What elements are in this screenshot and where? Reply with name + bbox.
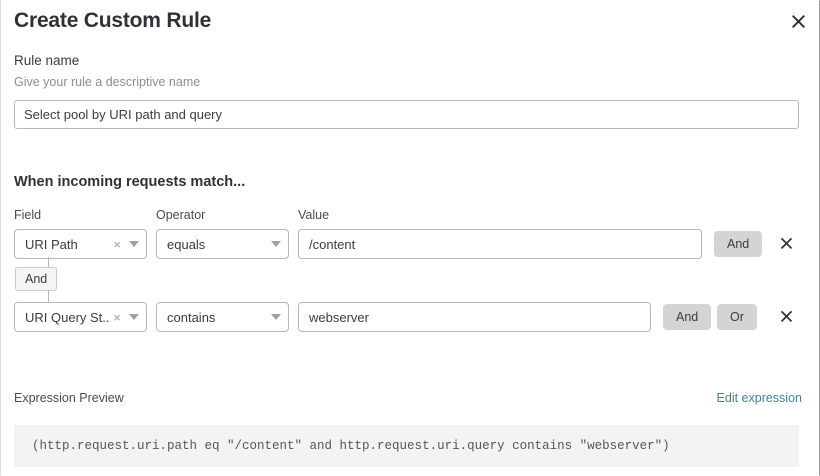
match-section-heading: When incoming requests match... bbox=[14, 174, 246, 190]
close-icon bbox=[780, 309, 793, 325]
or-button-2[interactable]: Or bbox=[717, 304, 757, 330]
operator-select-2[interactable]: contains bbox=[156, 302, 289, 332]
operator-select-1[interactable]: equals bbox=[156, 229, 289, 259]
clear-field-icon[interactable]: × bbox=[113, 236, 121, 252]
close-icon bbox=[791, 13, 806, 28]
field-select-2[interactable]: URI Query St... × bbox=[14, 302, 147, 332]
operator-select-2-value: contains bbox=[167, 309, 216, 325]
close-icon bbox=[780, 236, 793, 252]
chevron-down-icon bbox=[271, 314, 281, 320]
chevron-down-icon bbox=[129, 241, 139, 247]
column-header-operator: Operator bbox=[156, 208, 206, 222]
and-button-2[interactable]: And bbox=[663, 304, 712, 330]
rule-name-input[interactable] bbox=[14, 100, 799, 129]
chevron-down-icon bbox=[271, 241, 281, 247]
close-dialog-button[interactable] bbox=[785, 7, 811, 33]
condition-row: URI Path × equals And bbox=[1, 229, 819, 259]
operator-select-1-value: equals bbox=[167, 236, 206, 252]
value-input-2[interactable] bbox=[298, 302, 651, 332]
connector-line-bottom bbox=[48, 290, 49, 302]
connector-and-button[interactable]: And bbox=[15, 267, 58, 291]
rule-name-label: Rule name bbox=[14, 53, 80, 68]
field-select-1[interactable]: URI Path × bbox=[14, 229, 147, 259]
edit-expression-link[interactable]: Edit expression bbox=[716, 391, 802, 405]
and-button-1[interactable]: And bbox=[714, 231, 763, 257]
condition-row: URI Query St... × contains And Or bbox=[1, 302, 819, 332]
field-select-2-value: URI Query St... bbox=[25, 309, 112, 325]
page-title: Create Custom Rule bbox=[14, 9, 212, 32]
clear-field-icon[interactable]: × bbox=[113, 309, 121, 325]
expression-preview-box: (http.request.uri.path eq "/content" and… bbox=[14, 425, 799, 467]
field-select-1-value: URI Path bbox=[25, 236, 78, 252]
expression-preview-code: (http.request.uri.path eq "/content" and… bbox=[32, 439, 670, 453]
chevron-down-icon bbox=[129, 314, 139, 320]
connector-line-top bbox=[48, 257, 49, 268]
rule-name-hint: Give your rule a descriptive name bbox=[14, 75, 201, 89]
column-header-field: Field bbox=[14, 208, 42, 222]
remove-condition-button-1[interactable] bbox=[773, 229, 799, 259]
value-input-1[interactable] bbox=[298, 229, 702, 259]
column-header-value: Value bbox=[298, 208, 330, 222]
expression-preview-label: Expression Preview bbox=[14, 391, 124, 405]
remove-condition-button-2[interactable] bbox=[773, 302, 799, 332]
